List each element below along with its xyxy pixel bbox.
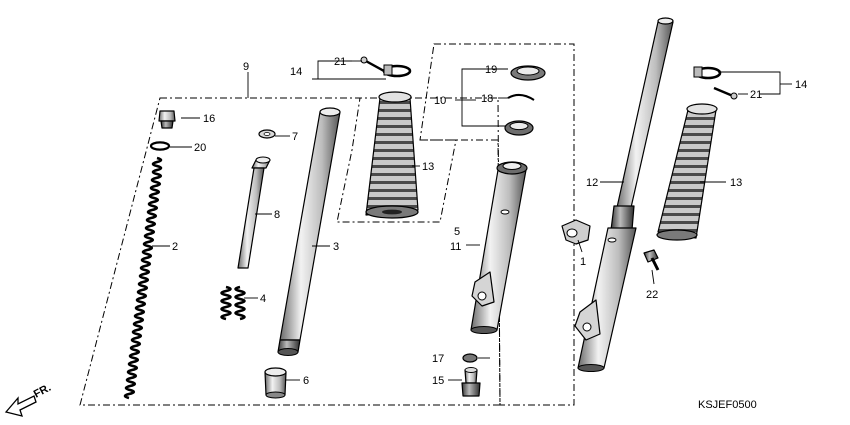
callout-5: 5 — [454, 226, 460, 238]
callout-16: 16 — [203, 113, 215, 125]
callout-14-right: 14 — [795, 79, 807, 91]
part-15-socket-bolt — [461, 367, 481, 397]
part-13-fork-boot-right — [656, 103, 718, 241]
callout-4: 4 — [260, 293, 266, 305]
callout-3: 3 — [333, 241, 339, 253]
front-direction-label: FR. — [32, 382, 53, 401]
callout-14-left: 14 — [290, 66, 302, 78]
diagram-code: KSJEF0500 — [698, 399, 757, 411]
part-5-11-fork-slider — [470, 161, 528, 334]
callout-10: 10 — [434, 95, 446, 107]
part-4-rebound-spring — [220, 285, 246, 321]
callout-8: 8 — [274, 209, 280, 221]
part-12-front-fork-assembly — [574, 17, 674, 372]
callout-labels: 9 16 20 2 7 8 3 4 6 14 21 13 19 10 18 5 … — [172, 56, 807, 387]
part-1-hose-clamp — [561, 219, 591, 245]
callout-19: 19 — [485, 64, 497, 76]
callout-6: 6 — [303, 375, 309, 387]
part-21-clamp-screw-left — [360, 56, 385, 73]
callout-12: 12 — [586, 177, 598, 189]
front-direction-arrow-icon: FR. — [4, 382, 53, 417]
part-17-sealing-washer — [462, 353, 478, 363]
callout-1: 1 — [580, 256, 586, 268]
callout-18: 18 — [481, 93, 493, 105]
callout-17: 17 — [432, 353, 444, 365]
fork-boot-subgroup-boundary — [336, 97, 457, 223]
part-20-o-ring — [149, 141, 171, 151]
callout-7: 7 — [292, 131, 298, 143]
callout-21-left: 21 — [334, 56, 346, 68]
callout-21-right: 21 — [750, 89, 762, 101]
part-19-dust-seal — [510, 65, 546, 81]
callout-22: 22 — [646, 289, 658, 301]
part-14-boot-band-left — [382, 64, 412, 78]
callout-2: 2 — [172, 241, 178, 253]
callout-15: 15 — [432, 375, 444, 387]
part-2-fork-spring — [123, 156, 163, 400]
callout-20: 20 — [194, 142, 206, 154]
part-22-flange-bolt — [643, 249, 660, 271]
part-13-fork-boot-left — [365, 91, 419, 219]
callout-13-left: 13 — [422, 161, 434, 173]
callout-11: 11 — [450, 241, 461, 253]
part-6-oil-lock-piece — [264, 367, 287, 399]
part-3-fork-pipe — [277, 107, 341, 356]
part-16-fork-bolt — [158, 110, 176, 129]
part-18-stopper-ring — [507, 94, 535, 101]
part-10-oil-seal — [504, 120, 534, 136]
leader-lines — [152, 60, 792, 381]
callout-13-right: 13 — [730, 177, 742, 189]
part-14-boot-band-right — [693, 66, 722, 80]
part-8-fork-piston — [237, 156, 271, 269]
callout-9: 9 — [243, 61, 249, 73]
part-21-clamp-screw-right — [713, 86, 738, 100]
